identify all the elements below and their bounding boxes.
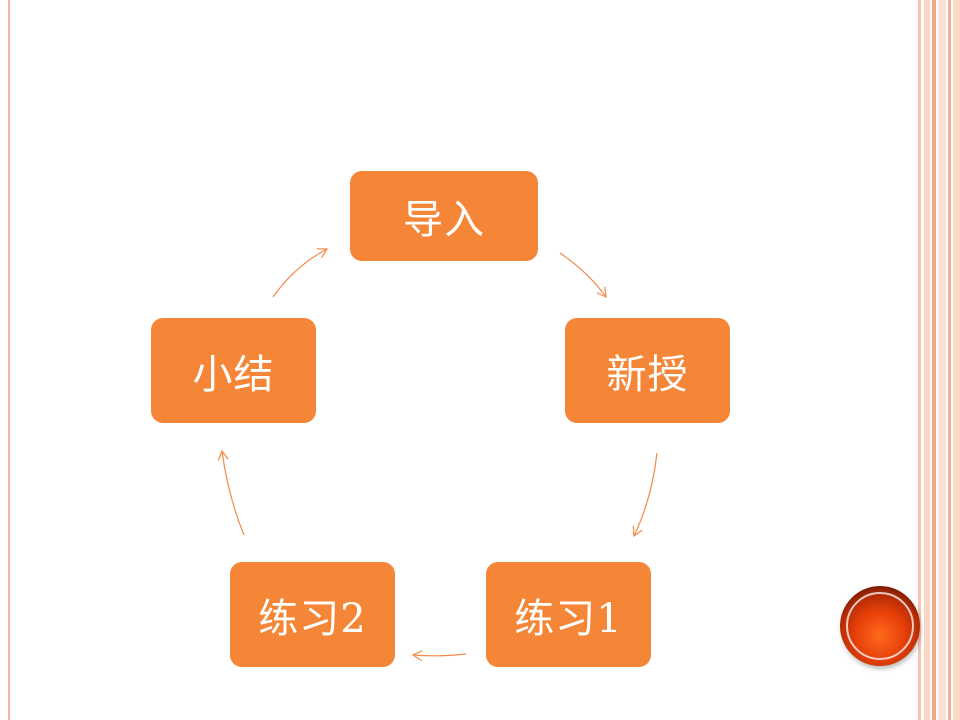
node-practice-2-label: 练习2: [258, 595, 367, 642]
node-summary-label: 小结: [192, 351, 275, 398]
orange-circle-button[interactable]: [840, 586, 920, 666]
node-practice-2: 练习2: [230, 562, 395, 667]
right-border-stripe: [948, 0, 951, 720]
node-intro: 导入: [350, 171, 538, 261]
left-border-line: [8, 0, 10, 720]
right-border-stripe: [924, 0, 930, 720]
right-border-stripe: [953, 0, 960, 720]
right-border-stripe: [918, 0, 921, 720]
arrow-summary-to-intro: [272, 248, 329, 298]
arrow-new-to-practice1: [632, 452, 658, 538]
node-new-lesson-label: 新授: [606, 351, 689, 398]
right-border-stripe: [938, 0, 946, 720]
arrow-practice2-to-summary: [217, 449, 245, 536]
node-practice-1-label: 练习1: [514, 595, 623, 642]
arrow-practice1-to-practice2: [411, 650, 467, 662]
node-new-lesson: 新授: [565, 318, 730, 423]
right-border-stripe: [932, 0, 936, 720]
arrow-intro-to-new: [559, 252, 607, 299]
node-summary: 小结: [151, 318, 316, 423]
node-practice-1: 练习1: [486, 562, 651, 667]
button-ring-highlight: [846, 592, 914, 660]
node-intro-label: 导入: [403, 197, 485, 243]
